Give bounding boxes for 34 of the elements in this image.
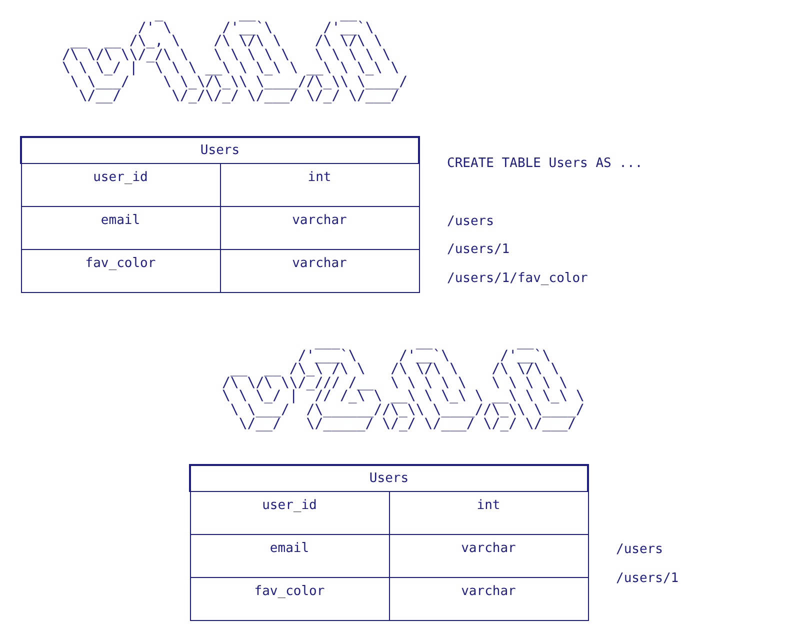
table-cell: email xyxy=(21,206,220,250)
ascii-art-line: /\ \/\ \\/_/\ \ \ \ \ \ \ \ \ \ \ \ xyxy=(62,48,391,62)
ascii-art-line: \ \___/ \ \_\/\_\\ \____//\_\\ \____/ xyxy=(69,76,408,90)
table-cell: email xyxy=(190,534,389,578)
table-cell: varchar xyxy=(220,206,419,250)
ascii-art-line: /\ \/\ \\/_/// /__ \ \ \ \ \ \ \ \ \ \ xyxy=(222,376,568,390)
url-path: /users/1 xyxy=(447,242,510,257)
ascii-art-line: \/__/ \/_____/ \/_/ \/___/ \/_/ \/___/ xyxy=(238,418,576,432)
url-path: /users xyxy=(616,542,663,557)
url-path: /users/1 xyxy=(616,571,679,586)
table-cell: int xyxy=(220,164,419,206)
ascii-art-line: __ __ /\_, \ /\ \/\ \ /\ \/\ \ xyxy=(70,35,382,49)
table-cell: varchar xyxy=(389,534,588,578)
ascii-art-line: \/__/ \/_/\/_/ \/___/ \/_/ \/___/ xyxy=(78,90,400,104)
table-cell: varchar xyxy=(220,250,419,292)
url-path: /users xyxy=(447,214,494,229)
ascii-art-line: /' \ /'__`\ /'__`\ xyxy=(138,22,374,36)
table-cell: fav_color xyxy=(190,578,389,620)
table-header: Users xyxy=(190,465,588,492)
ascii-art-line: /'___`\ /'__`\ /'__`\ xyxy=(298,350,551,364)
table-header: Users xyxy=(21,137,419,164)
table-cell: fav_color xyxy=(21,250,220,292)
ascii-art-line: \ \___/ /\______//\_\\ \____//\_\\ \____/ xyxy=(229,404,584,418)
ascii-art-line: ___ __ __ xyxy=(314,336,534,350)
table-cell: varchar xyxy=(389,578,588,620)
ascii-art-line: __ __ /\_\ /\ \ /\ \/\ \ /\ \/\ \ xyxy=(230,363,560,377)
table-cell: user_id xyxy=(190,492,389,534)
ascii-art-line: \ \ \_/ | // /_\ \ __\ \ \_\ \ __\ \ \_\ \ xyxy=(222,390,584,404)
ascii-art-line: _ __ __ xyxy=(154,8,358,22)
table-cell: int xyxy=(389,492,588,534)
url-path: /users/1/fav_color xyxy=(447,271,588,286)
sql-statement: CREATE TABLE Users AS ... xyxy=(447,156,643,171)
ascii-art-line: \ \ \_/ | \ \ \ __\ \ \_\ \ __\ \ \_\ \ xyxy=(62,62,400,76)
table-cell: user_id xyxy=(21,164,220,206)
